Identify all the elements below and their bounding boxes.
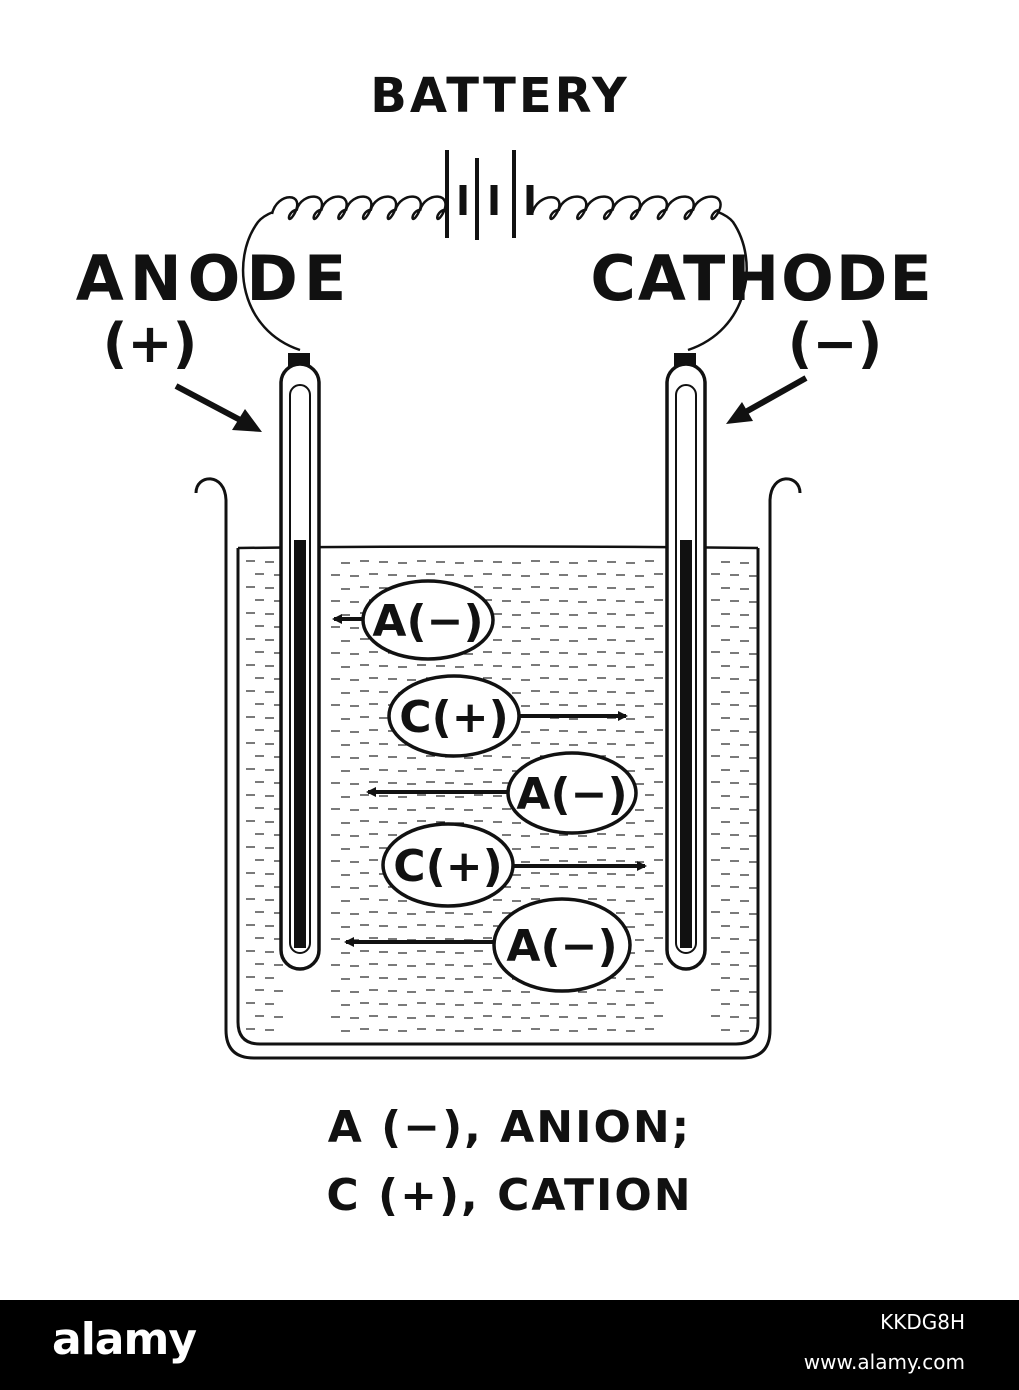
ion-4: C(+) [381, 822, 647, 908]
battery-label: BATTERY [370, 68, 629, 124]
anode-sign: (+) [103, 312, 198, 375]
anode-electrode [279, 353, 321, 971]
ion-5-label: A(−) [506, 921, 617, 972]
wire-to-anode [241, 195, 447, 352]
battery-symbol [445, 150, 534, 240]
beaker [194, 477, 802, 1060]
watermark-bar: alamy KKDG8H www.alamy.com [0, 1300, 1019, 1390]
cathode-electrode [665, 353, 707, 971]
legend-anion: A (−), ANION; [327, 1102, 692, 1153]
electrolysis-diagram: BATTERY ANODE (+) CATHODE (−) [76, 68, 933, 1060]
watermark-brand: alamy [52, 1314, 197, 1365]
ion-3: A(−) [366, 751, 638, 835]
wire-to-cathode [530, 195, 748, 352]
ion-3-label: A(−) [516, 769, 627, 820]
ion-4-label: C(+) [393, 841, 502, 892]
legend-cation: C (+), CATION [326, 1170, 693, 1221]
watermark-site: www.alamy.com [803, 1350, 965, 1374]
cathode-label: CATHODE [590, 242, 933, 315]
ion-2-label: C(+) [399, 692, 508, 743]
ion-5: A(−) [344, 897, 632, 993]
anode-label: ANODE [76, 242, 352, 315]
anode-pointer-arrow [174, 383, 262, 432]
diagram-canvas: BATTERY ANODE (+) CATHODE (−) [75, 68, 933, 1221]
cathode-sign: (−) [788, 312, 883, 375]
ion-1-label: A(−) [372, 596, 483, 647]
watermark-image-id: KKDG8H [880, 1310, 965, 1334]
ion-1: A(−) [332, 579, 495, 661]
cathode-pointer-arrow [726, 375, 808, 424]
ion-2: C(+) [387, 674, 628, 758]
